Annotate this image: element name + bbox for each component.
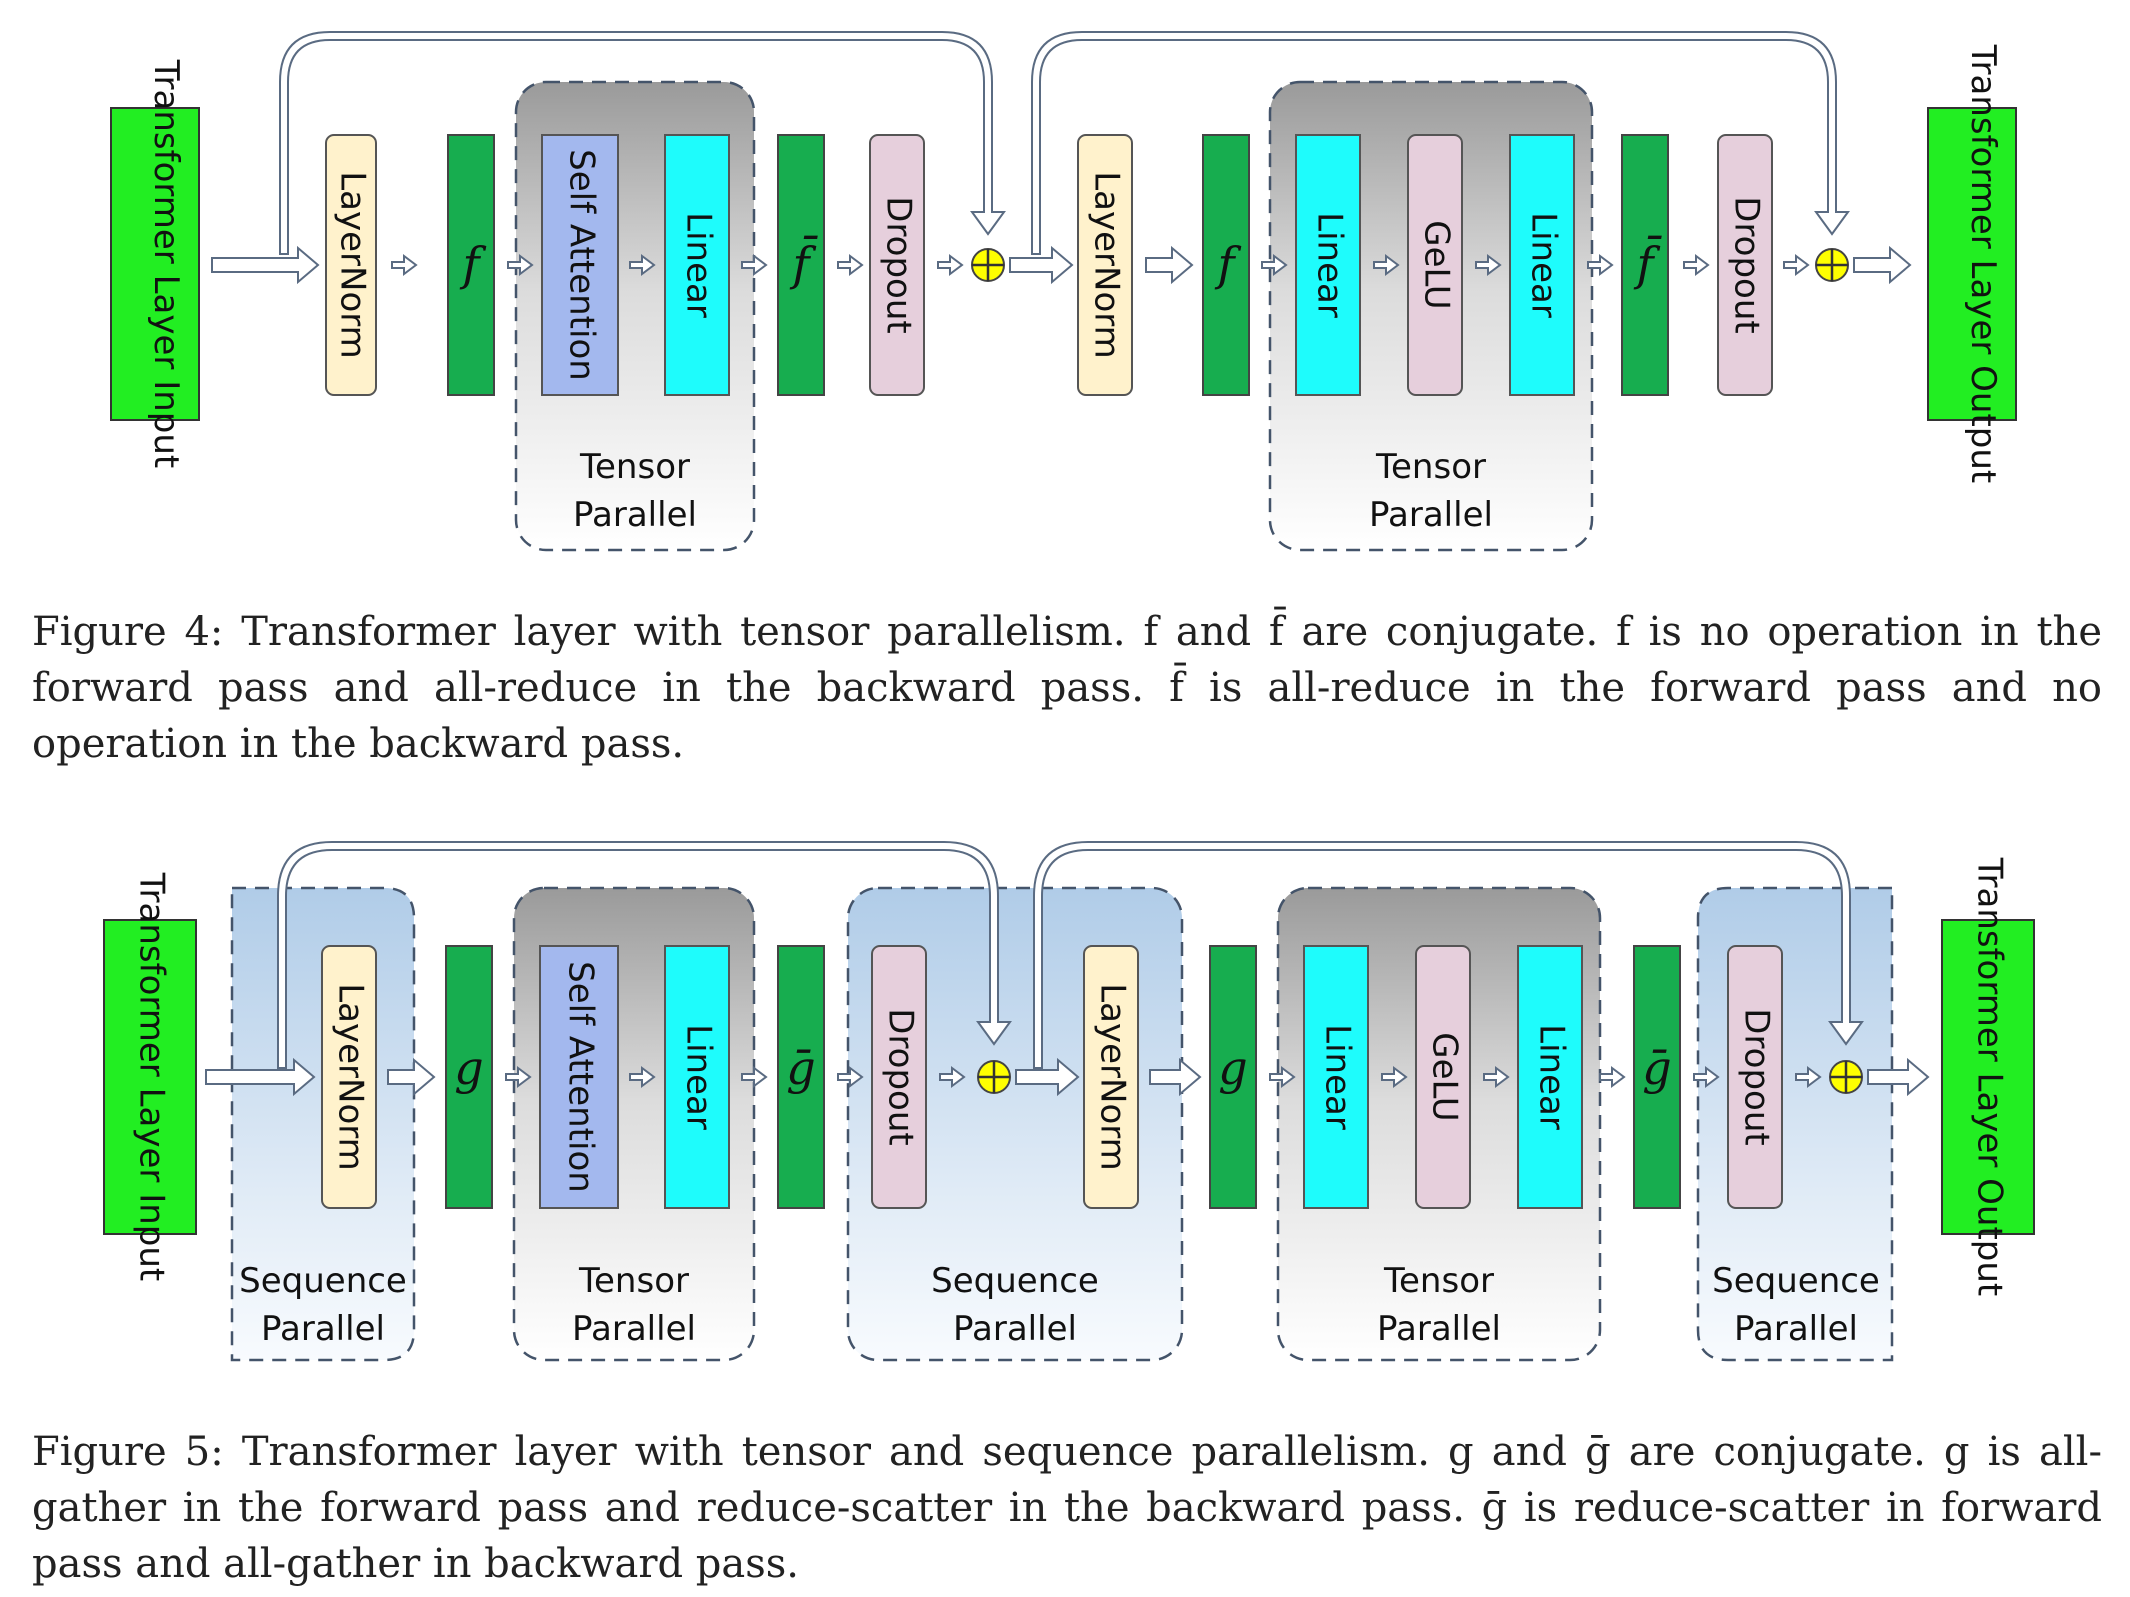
linear-block-5b	[1303, 945, 1369, 1209]
dropout-block-2	[1717, 134, 1773, 396]
f-block-1	[447, 134, 495, 396]
transformer-layer-output-box	[1927, 107, 2017, 421]
residual-arrow-1	[279, 31, 1006, 255]
transformer-layer-input-box-5	[103, 919, 197, 1235]
transformer-layer-input-label: Transformer Layer Input	[146, 59, 186, 468]
tensor-parallel-label-5c: Tensor	[1383, 1261, 1494, 1301]
linear-label-3: Linear	[1524, 212, 1564, 318]
dropout-label-2: Dropout	[1727, 196, 1767, 333]
figure-4-diagram: Transformer Layer Input Transformer Laye…	[110, 31, 2017, 552]
linear-block-5c	[1517, 945, 1583, 1209]
dropout-label-5a: Dropout	[881, 1008, 921, 1145]
layernorm-block-1	[325, 134, 377, 396]
f-bar-block-2	[1621, 134, 1669, 396]
f-block-2	[1202, 134, 1250, 396]
self-attention-label-5: Self Attention	[561, 961, 601, 1193]
residual-arrow-3	[277, 841, 1012, 1069]
sequence-parallel-label-3a: Sequence	[1712, 1261, 1880, 1301]
linear-label-5c: Linear	[1532, 1024, 1572, 1130]
dropout-label-5b: Dropout	[1737, 1008, 1777, 1145]
residual-arrow-4	[1033, 841, 1864, 1069]
f-bar-block-1	[777, 134, 825, 396]
layernorm-label-2: LayerNorm	[1087, 171, 1127, 359]
g-bar-block-1	[777, 945, 825, 1209]
g-block-2	[1209, 945, 1257, 1209]
transformer-layer-input-box	[110, 107, 200, 421]
g-bar-symbol-2: ḡ	[1642, 1041, 1671, 1095]
linear-block-1	[664, 134, 730, 396]
tensor-parallel-label-5d: Parallel	[1377, 1309, 1501, 1349]
tensor-parallel-label-5b: Parallel	[572, 1309, 696, 1349]
gelu-label-1: GeLU	[1417, 220, 1457, 309]
g-symbol-2: g	[1218, 1041, 1247, 1095]
transformer-layer-output-label-5: Transformer Layer Output	[1970, 857, 2010, 1297]
sequence-parallel-label-1a: Sequence	[239, 1261, 407, 1301]
layernorm-label-1: LayerNorm	[333, 171, 373, 359]
linear-label-2: Linear	[1310, 212, 1350, 318]
flow-arrow-input-5	[205, 1057, 316, 1097]
sequence-parallel-label-2a: Sequence	[931, 1261, 1099, 1301]
transformer-layer-output-box-5	[1941, 919, 2035, 1235]
tensor-parallel-label-2a: Tensor	[1375, 447, 1486, 487]
sequence-parallel-label-2b: Parallel	[953, 1309, 1077, 1349]
gelu-block-5	[1415, 945, 1471, 1209]
layernorm-block-5b	[1083, 945, 1139, 1209]
gelu-label-5: GeLU	[1425, 1032, 1465, 1121]
dropout-block-5a	[871, 945, 927, 1209]
layernorm-block-5a	[321, 945, 377, 1209]
self-attention-block-5	[539, 945, 619, 1209]
g-bar-block-2	[1633, 945, 1681, 1209]
linear-label-5a: Linear	[679, 1024, 719, 1130]
tensor-parallel-label-2b: Parallel	[1369, 495, 1493, 535]
self-attention-block	[541, 134, 619, 396]
linear-label-1: Linear	[679, 212, 719, 318]
self-attention-label: Self Attention	[562, 149, 602, 381]
figure-5-diagram: Transformer Layer Input Transformer Laye…	[103, 841, 2035, 1362]
dropout-label-1: Dropout	[879, 196, 919, 333]
figure-4-caption-label: Figure 4:	[32, 609, 224, 655]
dropout-block-5b	[1727, 945, 1783, 1209]
transformer-layer-output-label: Transformer Layer Output	[1963, 44, 2003, 484]
figure-5-caption-text: Transformer layer with tensor and sequen…	[32, 1429, 2102, 1587]
gelu-block-1	[1407, 134, 1463, 396]
sequence-parallel-label-1b: Parallel	[261, 1309, 385, 1349]
layernorm-label-5a: LayerNorm	[331, 983, 371, 1171]
tensor-parallel-label-1a: Tensor	[579, 447, 690, 487]
figure-4-caption: Figure 4: Transformer layer with tensor …	[32, 604, 2102, 772]
sequence-parallel-label-3b: Parallel	[1734, 1309, 1858, 1349]
residual-arrow-2	[1031, 31, 1850, 255]
g-symbol-1: g	[454, 1041, 483, 1095]
linear-block-2	[1295, 134, 1361, 396]
figure-4-caption-text: Transformer layer with tensor parallelis…	[32, 609, 2102, 767]
linear-label-5b: Linear	[1318, 1024, 1358, 1130]
g-bar-symbol-1: ḡ	[786, 1041, 815, 1095]
flow-arrow-input	[211, 245, 320, 285]
tensor-parallel-label-1b: Parallel	[573, 495, 697, 535]
layernorm-label-5b: LayerNorm	[1093, 983, 1133, 1171]
dropout-block-1	[869, 134, 925, 396]
figure-5-caption-label: Figure 5:	[32, 1429, 224, 1475]
g-block-1	[445, 945, 493, 1209]
layernorm-block-2	[1077, 134, 1133, 396]
transformer-layer-input-label-5: Transformer Layer Input	[132, 872, 172, 1281]
linear-block-5a	[664, 945, 730, 1209]
figure-5-caption: Figure 5: Transformer layer with tensor …	[32, 1424, 2102, 1592]
tensor-parallel-label-5a: Tensor	[578, 1261, 689, 1301]
linear-block-3	[1509, 134, 1575, 396]
